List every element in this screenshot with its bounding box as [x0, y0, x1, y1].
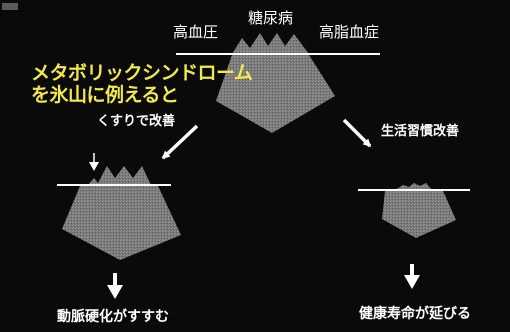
iceberg-right-body: [382, 191, 456, 238]
iceberg-left: [57, 166, 181, 260]
label-diabetes: 糖尿病: [248, 9, 294, 27]
label-hyperlipidemia: 高脂血症: [319, 23, 380, 41]
arrow-to-medicine: [161, 124, 199, 160]
down-arrow-right: [404, 264, 420, 289]
label-outcome-lifestyle: 健康寿命が延びる: [359, 306, 471, 322]
iceberg-left-body: [62, 186, 181, 260]
label-hypertension: 高血圧: [173, 23, 219, 41]
arrow-to-lifestyle: [342, 118, 372, 148]
down-arrow-small: [89, 153, 99, 171]
iceberg-left-peaks: [88, 166, 151, 185]
iceberg-right-peaks: [395, 183, 432, 190]
iceberg-right: [358, 183, 470, 238]
iceberg-top: [176, 33, 380, 133]
iceberg-top-peaks: [232, 33, 309, 54]
down-arrow-left: [107, 273, 123, 299]
label-medicine: くすりで改善: [97, 114, 176, 129]
label-outcome-medicine: 動脈硬化がすすむ: [57, 309, 169, 325]
corner-artifact: [2, 3, 18, 10]
title-line-1: メタボリックシンドローム: [31, 62, 253, 84]
label-lifestyle: 生活習慣改善: [381, 124, 460, 139]
iceberg-top-body: [216, 55, 335, 133]
title-line-2: を氷山に例えると: [31, 84, 179, 106]
